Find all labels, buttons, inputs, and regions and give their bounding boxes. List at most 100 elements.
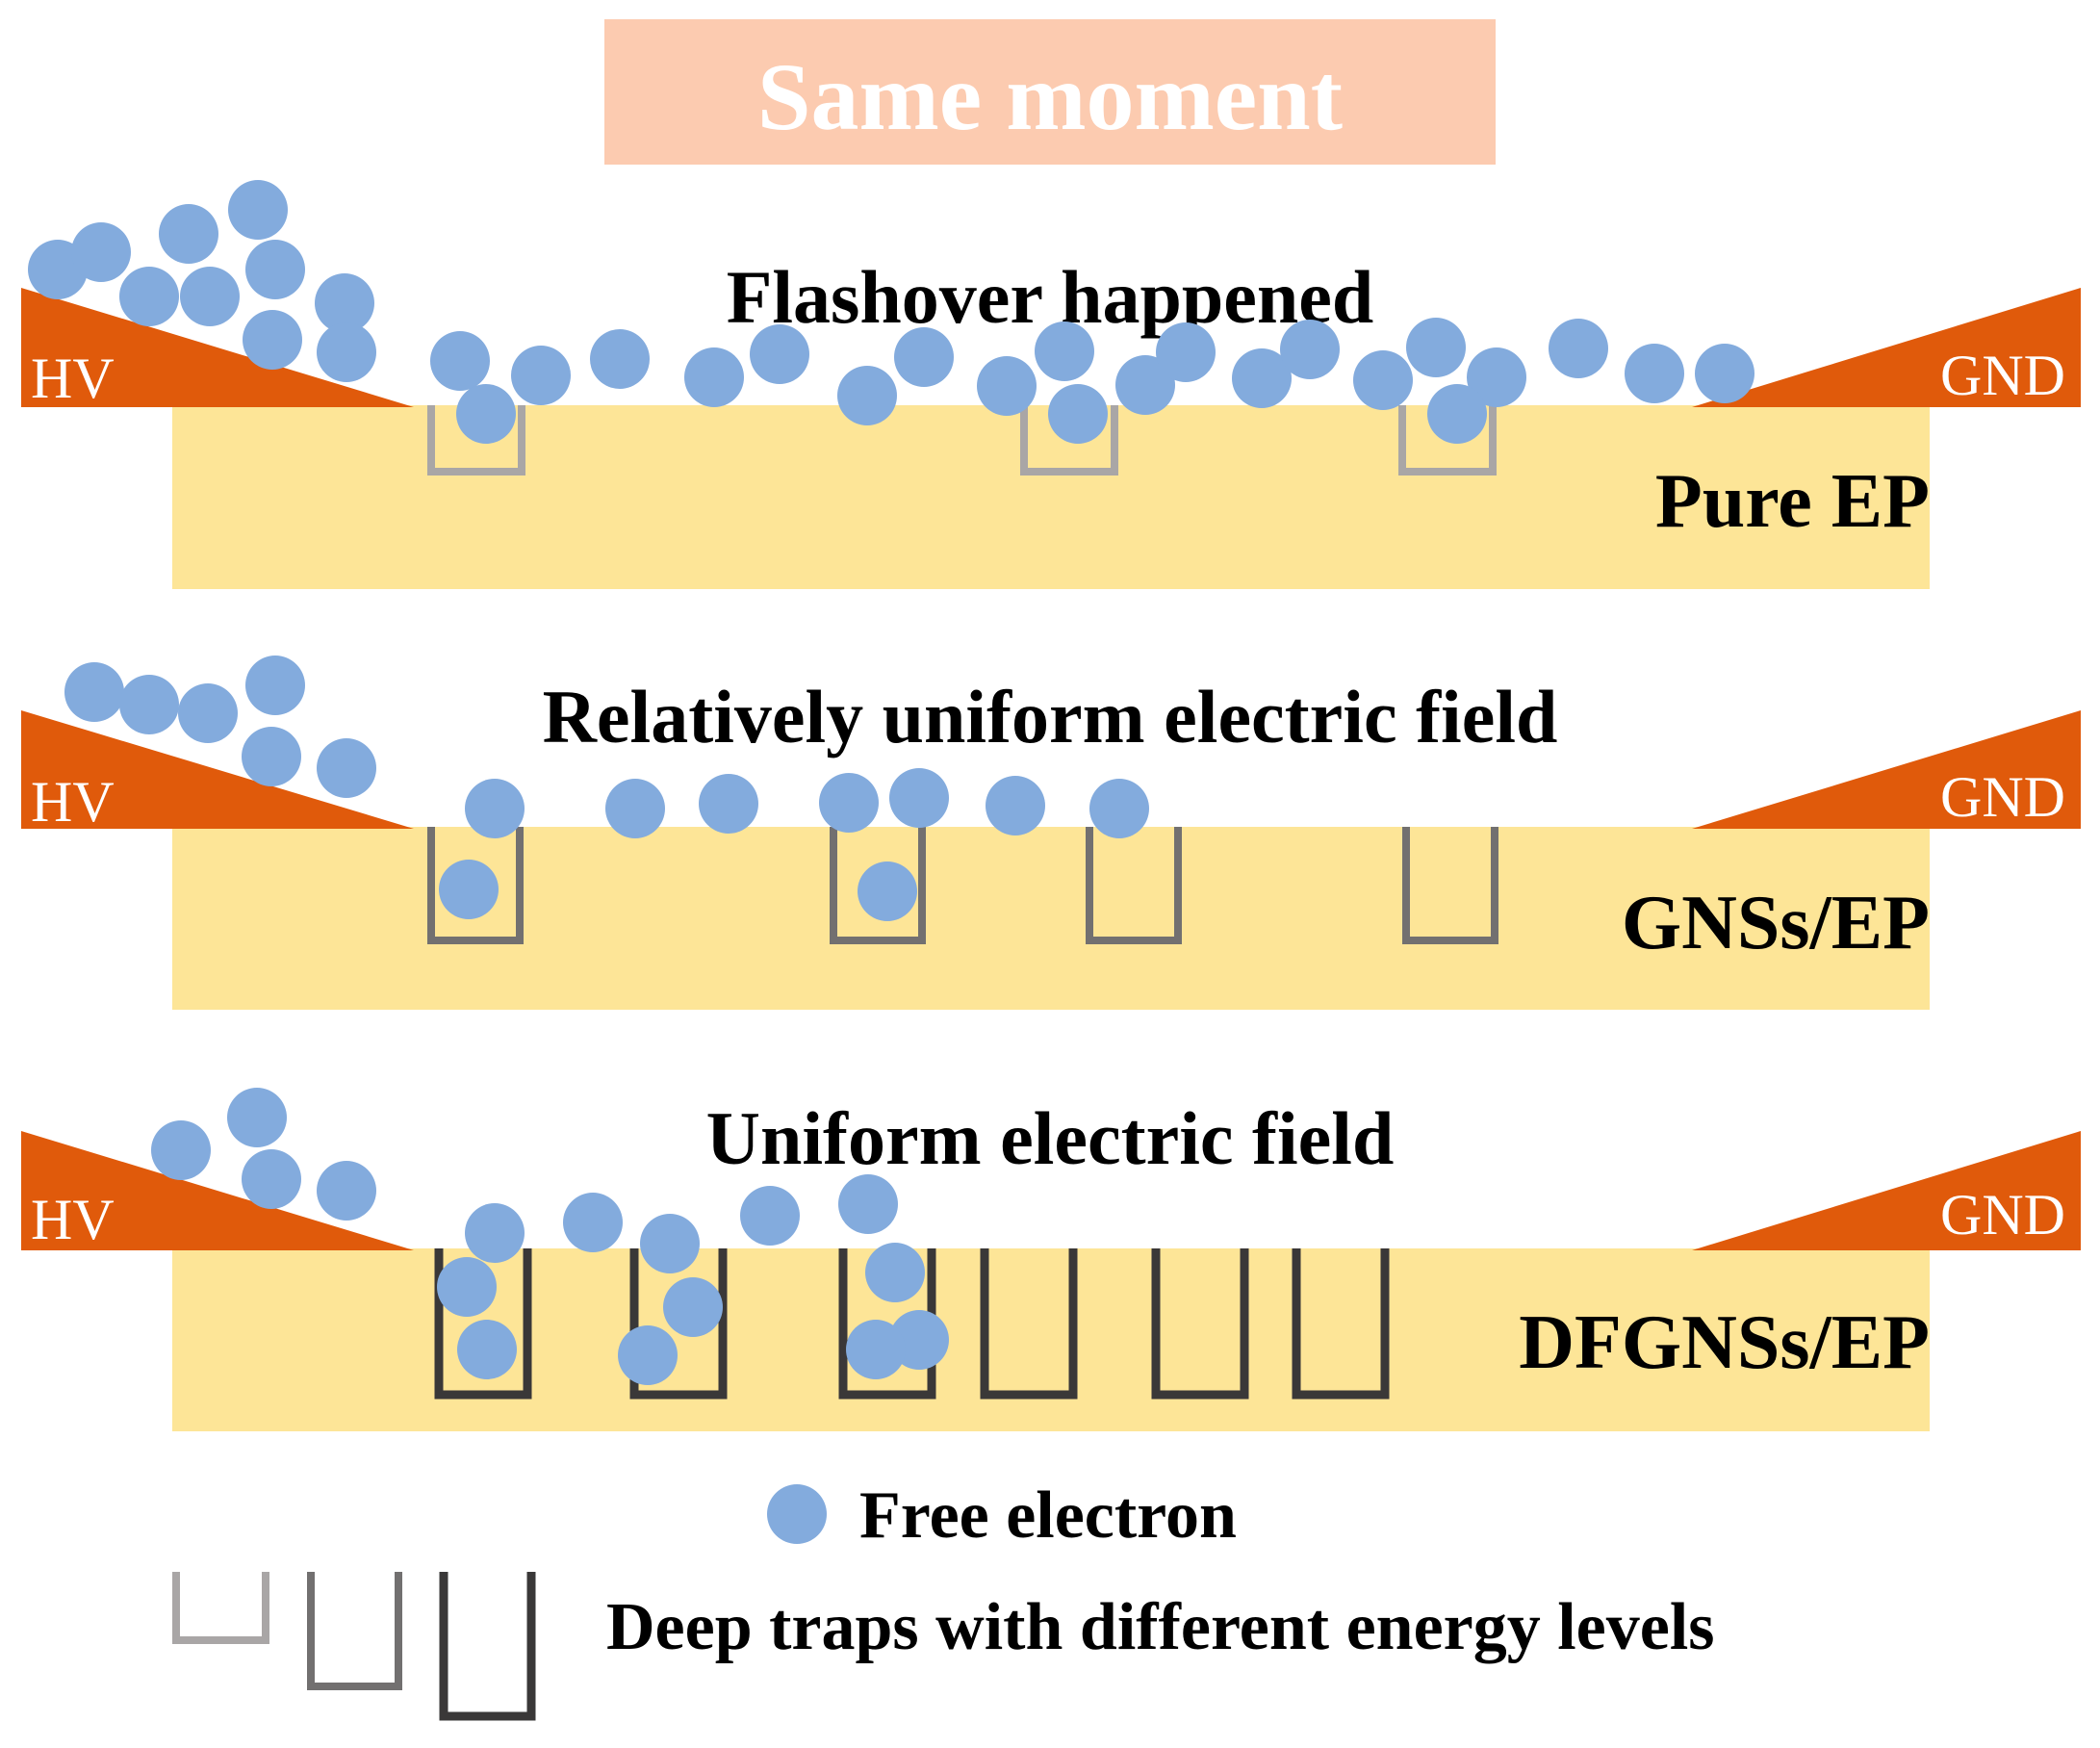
free-electron xyxy=(750,324,809,384)
deep-trap xyxy=(1086,827,1182,944)
deep-trap xyxy=(427,405,525,476)
deep-trap xyxy=(629,1248,728,1400)
deep-trap xyxy=(1398,405,1497,476)
free-electron xyxy=(245,656,305,715)
legend-electron-marker xyxy=(767,1484,827,1544)
material-label: Pure EP xyxy=(1655,459,1930,544)
gnd-label: GND xyxy=(1940,344,2065,407)
material-label: GNSs/EP xyxy=(1622,881,1930,965)
free-electron xyxy=(889,768,949,828)
free-electron xyxy=(159,204,218,264)
free-electron xyxy=(456,384,516,444)
deep-trap xyxy=(1151,1248,1249,1400)
free-electron xyxy=(684,347,744,407)
gnd-electrode xyxy=(1692,710,2081,829)
deep-trap xyxy=(427,827,524,944)
legend-electron-label: Free electron xyxy=(859,1478,1237,1553)
free-electron xyxy=(245,240,305,299)
free-electron xyxy=(1035,321,1094,381)
free-electron xyxy=(64,662,124,722)
material-label: DFGNSs/EP xyxy=(1519,1300,1930,1385)
electron-group xyxy=(151,1088,949,1385)
free-electron xyxy=(618,1325,678,1385)
free-electron xyxy=(465,1203,525,1263)
free-electron xyxy=(977,356,1037,416)
free-electron xyxy=(1089,779,1149,838)
deep-trap xyxy=(830,827,926,944)
free-electron xyxy=(640,1214,700,1273)
deep-trap xyxy=(1402,827,1498,944)
free-electron xyxy=(986,776,1045,835)
panel-dfgnss-ep: HV GND Uniform electric field DFGNSs/EP xyxy=(21,1088,2081,1431)
free-electron xyxy=(465,779,525,838)
free-electron xyxy=(178,683,238,743)
free-electron xyxy=(563,1193,623,1252)
panel-gnss-ep: HV GND Relatively uniform electric field… xyxy=(21,656,2081,1010)
legend-trap-light xyxy=(172,1572,269,1644)
hv-electrode xyxy=(21,1131,414,1250)
legend: Free electron Deep traps with different … xyxy=(172,1478,1715,1721)
free-electron xyxy=(1048,384,1108,444)
free-electron xyxy=(1467,347,1526,407)
free-electron xyxy=(317,1161,376,1221)
trap-group xyxy=(427,827,1498,944)
free-electron xyxy=(894,327,954,387)
hv-label: HV xyxy=(31,770,115,834)
gnd-label: GND xyxy=(1940,765,2065,829)
free-electron xyxy=(1625,344,1684,403)
free-electron xyxy=(430,331,490,391)
free-electron xyxy=(228,180,288,240)
free-electron xyxy=(242,727,301,786)
free-electron xyxy=(1353,350,1413,410)
gnd-electrode xyxy=(1692,288,2081,407)
free-electron xyxy=(1406,318,1466,377)
title-text: Same moment xyxy=(757,43,1343,150)
hv-electrode xyxy=(21,288,414,407)
free-electron xyxy=(1156,322,1216,382)
free-electron xyxy=(437,1257,497,1317)
legend-trap-medium xyxy=(307,1572,402,1690)
panel-label: Uniform electric field xyxy=(706,1096,1395,1180)
substrate xyxy=(172,405,1930,589)
electron-group xyxy=(28,180,1754,444)
free-electron xyxy=(699,774,758,834)
panel-label: Flashover happened xyxy=(727,255,1374,339)
hv-label: HV xyxy=(31,1188,115,1251)
gnd-label: GND xyxy=(1940,1183,2065,1247)
free-electron xyxy=(865,1243,925,1302)
free-electron xyxy=(858,861,917,921)
free-electron xyxy=(1115,355,1175,415)
free-electron xyxy=(71,222,131,282)
deep-trap xyxy=(1020,405,1118,476)
hv-electrode xyxy=(21,710,414,829)
deep-trap xyxy=(434,1248,532,1400)
free-electron xyxy=(511,346,571,405)
free-electron xyxy=(227,1088,287,1147)
free-electron xyxy=(439,860,499,919)
free-electron xyxy=(740,1186,800,1246)
free-electron xyxy=(151,1120,211,1180)
free-electron xyxy=(1549,319,1608,378)
free-electron xyxy=(119,267,179,326)
free-electron xyxy=(180,267,240,326)
free-electron xyxy=(1280,320,1340,379)
panel-pure-ep: HV GND Flashover happened Pure EP xyxy=(21,180,2081,589)
title-box xyxy=(604,19,1496,165)
free-electron xyxy=(315,273,374,333)
panel-label: Relatively uniform electric field xyxy=(543,675,1558,758)
gnd-electrode xyxy=(1692,1131,2081,1250)
free-electron xyxy=(119,675,179,734)
hv-label: HV xyxy=(31,347,115,410)
free-electron xyxy=(590,329,650,389)
electron-group xyxy=(64,656,1149,921)
trap-group xyxy=(434,1248,1390,1400)
free-electron xyxy=(1232,348,1292,408)
trap-group xyxy=(427,405,1497,476)
free-electron xyxy=(837,366,897,425)
free-electron xyxy=(457,1320,517,1379)
deep-trap xyxy=(980,1248,1078,1400)
free-electron xyxy=(838,1174,898,1234)
free-electron xyxy=(819,773,879,833)
